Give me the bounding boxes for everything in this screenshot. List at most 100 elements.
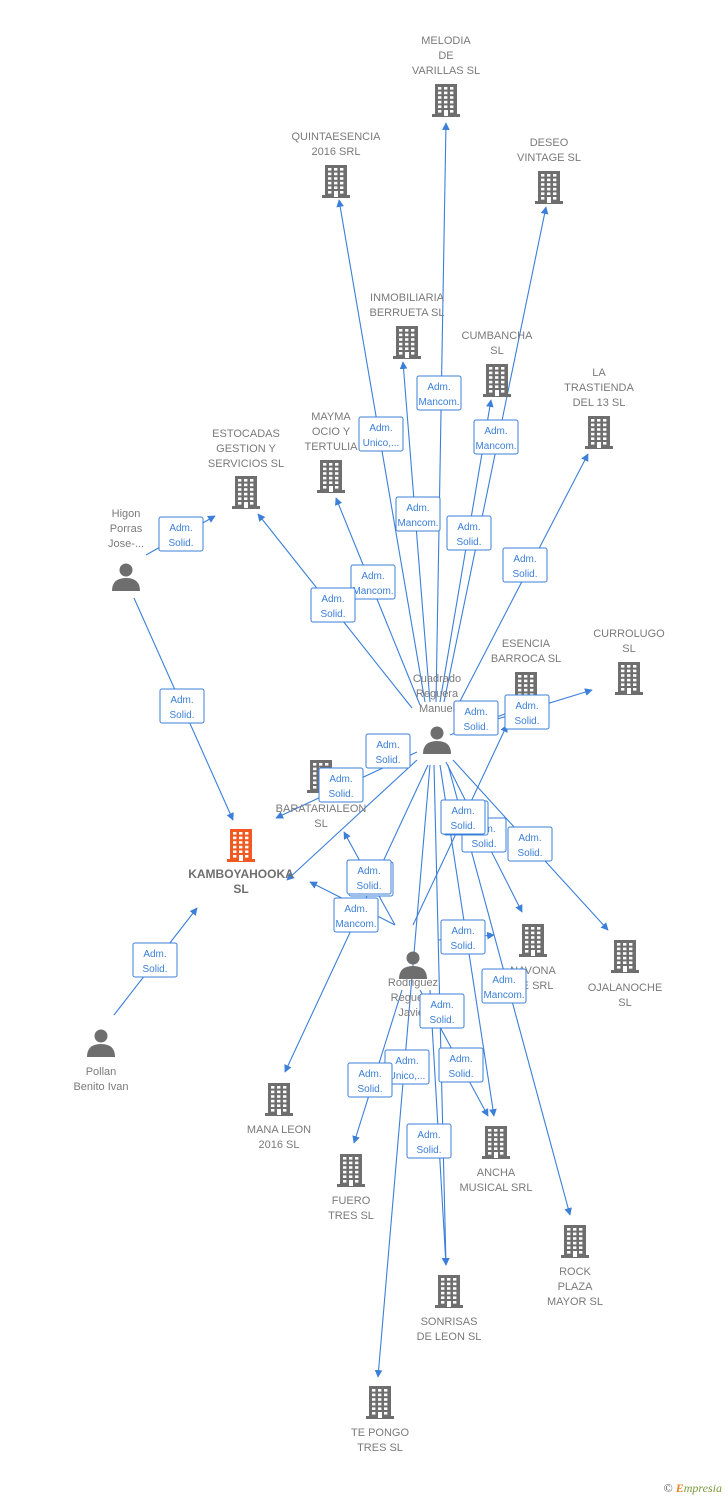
relation-label[interactable]: Adm.Solid. [310, 587, 356, 623]
building-icon[interactable] [232, 476, 260, 509]
relation-label[interactable]: Adm.Unico,... [358, 416, 404, 452]
building-icon[interactable] [615, 662, 643, 695]
node-label: PLAZA [558, 1281, 594, 1293]
relation-text: Solid. [328, 789, 353, 800]
relation-label[interactable]: Adm.Solid. [440, 799, 486, 835]
building-icon[interactable] [535, 171, 563, 204]
node-label: Porras [110, 523, 143, 535]
relation-text: Adm. [492, 975, 515, 986]
relation-text: Mancom. [397, 518, 438, 529]
person-icon[interactable] [87, 1029, 115, 1058]
relation-text: Adm. [513, 554, 536, 565]
node-label: ESTOCADAS [212, 428, 280, 440]
node-label: Jose-... [108, 538, 144, 550]
relation-text: Solid. [320, 609, 345, 620]
node-label: Higon [112, 508, 141, 520]
building-icon[interactable] [432, 84, 460, 117]
relation-text: Adm. [361, 571, 384, 582]
node-label: VINTAGE SL [517, 152, 581, 164]
building-icon[interactable] [227, 829, 255, 862]
relation-label[interactable]: Adm.Solid. [158, 516, 204, 552]
node-label: TE PONGO [351, 1427, 410, 1439]
node-label: OCIO Y [312, 426, 351, 438]
relation-text: Adm. [484, 426, 507, 437]
relation-label[interactable]: Adm.Solid. [347, 1062, 393, 1098]
relation-label[interactable]: Adm.Solid. [446, 515, 492, 551]
node-label: ROCK [559, 1266, 591, 1278]
node-label: TRES SL [357, 1442, 403, 1454]
relation-label[interactable]: Adm.Mancom. [333, 897, 379, 933]
node-label: SL [618, 997, 631, 1009]
relation-text: Adm. [449, 1054, 472, 1065]
building-icon[interactable] [611, 940, 639, 973]
relation-edge [286, 759, 418, 881]
relation-label[interactable]: Adm.Mancom. [481, 968, 527, 1004]
person-icon[interactable] [423, 726, 451, 755]
relation-label[interactable]: Adm.Solid. [453, 700, 499, 736]
relation-label[interactable]: Adm.Mancom. [350, 564, 396, 600]
relation-label[interactable]: Adm.Solid. [438, 1047, 484, 1083]
brand-initial: E [675, 1481, 684, 1495]
building-icon[interactable] [561, 1225, 589, 1258]
building-icon[interactable] [393, 326, 421, 359]
relation-label[interactable]: Adm.Solid. [507, 826, 553, 862]
relation-label[interactable]: Adm.Solid. [132, 942, 178, 978]
relation-text: Solid. [450, 821, 475, 832]
node-label: Cuadrado [413, 673, 461, 685]
relation-text: Adm. [406, 503, 429, 514]
relation-label[interactable]: Adm.Solid. [346, 859, 392, 895]
relation-text: Adm. [170, 695, 193, 706]
relation-label[interactable]: Adm. Mancom. [395, 496, 441, 532]
node-label: TRES SL [328, 1210, 374, 1222]
building-icon[interactable] [482, 1126, 510, 1159]
building-icon[interactable] [322, 165, 350, 198]
building-icon[interactable] [337, 1154, 365, 1187]
node-label: BERRUETA SL [370, 307, 445, 319]
relation-text: Adm. [518, 833, 541, 844]
node-label: MAYOR SL [547, 1296, 603, 1308]
relation-label[interactable]: Adm.Solid. [440, 919, 486, 955]
relation-text: Solid. [463, 722, 488, 733]
relation-text: Adm. [451, 926, 474, 937]
node-label: SL [314, 818, 327, 830]
building-icon[interactable] [585, 416, 613, 449]
relation-text: Adm. [430, 1000, 453, 1011]
node-label: BARROCA SL [491, 653, 561, 665]
relation-text: Adm. [515, 701, 538, 712]
node-label: KAMBOYAHOOKA [188, 867, 294, 881]
node-label: GESTION Y [216, 443, 276, 455]
node-label: LA [592, 367, 606, 379]
relation-text: Adm. [395, 1056, 418, 1067]
building-icon[interactable] [435, 1275, 463, 1308]
node-label: DE [438, 50, 453, 62]
relation-text: Adm. [369, 423, 392, 434]
relation-text: Solid. [169, 710, 194, 721]
building-icon[interactable] [317, 460, 345, 493]
relation-text: Adm. [143, 949, 166, 960]
relation-label[interactable]: Adm.Solid. [419, 993, 465, 1029]
relation-label[interactable]: Adm.Solid. [504, 694, 550, 730]
node-label: Rodriguez [388, 977, 438, 989]
relation-label[interactable]: Adm.Mancom. [416, 375, 462, 411]
relation-text: Mancom. [335, 919, 376, 930]
building-icon[interactable] [483, 364, 511, 397]
person-icon[interactable] [399, 951, 427, 980]
relation-label[interactable]: Adm.Mancom. [473, 419, 519, 455]
relation-label[interactable]: Adm. Solid. [159, 688, 205, 724]
building-icon[interactable] [519, 924, 547, 957]
node-label: INMOBILIARIA [370, 292, 445, 304]
building-icon[interactable] [366, 1386, 394, 1419]
person-icon[interactable] [112, 563, 140, 592]
node-label: ANCHA [477, 1167, 516, 1179]
node-label: VARILLAS SL [412, 65, 480, 77]
relation-label[interactable]: Adm.Solid. [502, 547, 548, 583]
relation-label[interactable]: Adm.Solid. [365, 733, 411, 769]
empresia-logo[interactable]: © Empresia [664, 1481, 722, 1496]
building-icon[interactable] [265, 1083, 293, 1116]
relation-label[interactable]: Adm.Solid. [406, 1123, 452, 1159]
relation-text: Unico,... [389, 1071, 426, 1082]
node-label: QUINTAESENCIA [291, 131, 381, 143]
relation-label[interactable]: Adm.Solid. [318, 767, 364, 803]
node-label: CUMBANCHA [462, 330, 534, 342]
